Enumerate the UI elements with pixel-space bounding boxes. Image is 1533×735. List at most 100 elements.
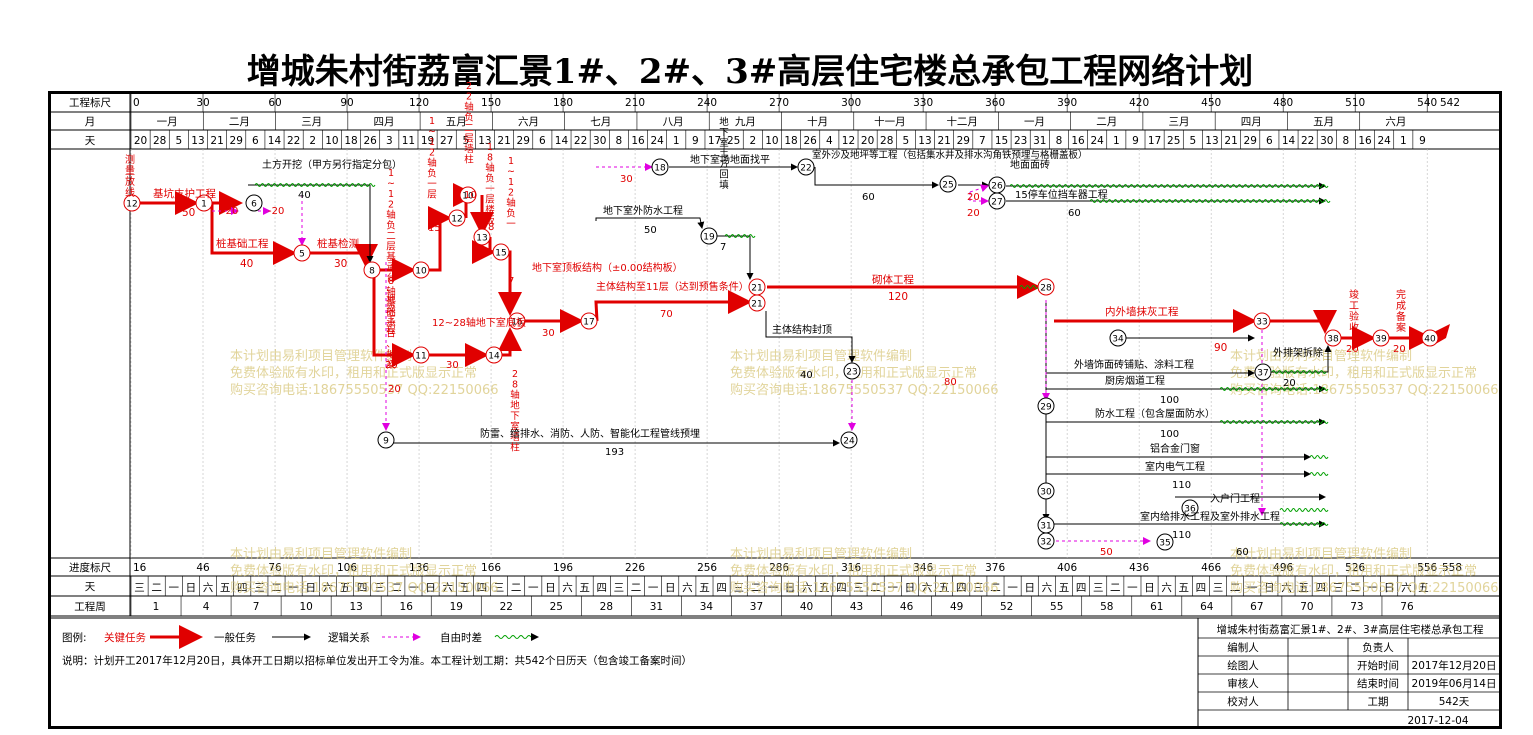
info-value: 2017年12月20日 [1412, 659, 1497, 672]
task-label: 50 [182, 207, 195, 219]
weekday-cell: 二 [511, 582, 522, 594]
watermark-line: 本计划由易利项目管理软件编制 [730, 547, 912, 562]
day-cell: 6 [1266, 135, 1273, 147]
day-cell: 16 [631, 135, 645, 147]
day-cell: 29 [230, 135, 243, 147]
legend-logic: 逻辑关系 [328, 631, 370, 644]
info-label: 负责人 [1362, 641, 1394, 654]
node-number: 10 [415, 267, 427, 277]
task-label: 7 [720, 242, 726, 253]
task-label: 桩基础工程 [216, 237, 269, 250]
month-cell: 四月 [1241, 116, 1262, 128]
weekday-cell: 三 [853, 582, 864, 594]
task-label: 20 [1346, 344, 1359, 355]
node-circle [492, 243, 510, 261]
week-cell: 22 [500, 601, 513, 613]
arrow-norm [814, 167, 939, 189]
weekday-cell: 四 [357, 582, 368, 594]
node-number: 38 [1327, 335, 1339, 345]
node-number: 19 [703, 233, 715, 243]
task-label-vertical: 测量放线 [125, 153, 135, 199]
task-label: 地下室场地面找平 [690, 153, 770, 166]
month-label: 月 [85, 116, 96, 128]
week-cell: 28 [600, 601, 613, 613]
weekday-cell: 二 [1350, 582, 1361, 594]
weekday-cell: 三 [973, 582, 984, 594]
weekday-cell: 五 [340, 582, 351, 594]
info-label: 审核人 [1227, 677, 1259, 690]
weekday-cell: 日 [425, 582, 436, 594]
month-cell: 二月 [229, 116, 250, 128]
weekday-cell: 一 [169, 582, 180, 594]
month-cell: 六月 [1385, 116, 1406, 128]
task-label: 8 [488, 222, 494, 233]
node-circle [700, 227, 718, 245]
weekday-cell: 四 [956, 582, 967, 594]
week-cell: 70 [1300, 601, 1313, 613]
node-number: 22 [800, 164, 811, 174]
watermark-line: 购买咨询电话:18675550537 QQ:22150066 [1230, 382, 1499, 398]
node-circle [412, 346, 430, 364]
arrow-norm [1270, 345, 1332, 373]
info-label: 工期 [1368, 696, 1389, 708]
legend-float-wave [494, 635, 532, 639]
task-label: 30 [334, 258, 347, 270]
watermark-line: 免费体验版有水印，租用和正式版显示正常 [730, 563, 977, 579]
node-number: 14 [488, 352, 500, 362]
progress-end: 558 [1442, 562, 1462, 574]
weekday-cell: 三 [254, 582, 265, 594]
weekday-cell: 四 [597, 582, 608, 594]
weekday-cell: 三 [1333, 582, 1344, 594]
day-cell: 5 [175, 135, 182, 147]
weekday-cell: 三 [374, 582, 385, 594]
page-title: 增城朱村街荔富汇景1#、2#、3#高层住宅楼总承包工程网络计划 [246, 52, 1254, 92]
progress-tick: 286 [769, 562, 789, 574]
task-label: 入户门工程 [1210, 492, 1260, 505]
week-cell: 40 [800, 601, 813, 613]
info-label: 开始时间 [1357, 659, 1399, 672]
progress-tick: 526 [1345, 562, 1365, 574]
day-cell: 30 [1320, 135, 1333, 147]
node-number: 25 [942, 181, 953, 191]
month-cell: 五月 [446, 116, 467, 128]
weekday-cell: 一 [1367, 582, 1378, 594]
task-label: 防水工程（包含屋面防水） [1095, 407, 1215, 420]
weekday-cell: 六 [1042, 582, 1053, 594]
weekday-cell: 五 [1059, 582, 1070, 594]
weekday-cell: 四 [836, 582, 847, 594]
month-cell: 九月 [735, 116, 756, 128]
node-number: 37 [1257, 369, 1268, 379]
weekday-cell: 二 [631, 582, 642, 594]
arrow-crit [372, 270, 416, 367]
node-number: 6 [251, 200, 257, 210]
day-cell: 22 [287, 135, 300, 147]
weekday-cell: 日 [545, 582, 556, 594]
weekday-cell: 六 [442, 582, 453, 594]
info-label: 结束时间 [1357, 677, 1399, 690]
node-number: 5 [299, 250, 305, 260]
month-cell: 一月 [1024, 116, 1045, 128]
weekday-cell: 四 [1196, 582, 1207, 594]
node-number: 12 [451, 215, 462, 225]
watermark-line: 购买咨询电话:18675550537 QQ:22150066 [1230, 580, 1499, 596]
day-cell: 3 [386, 135, 393, 147]
weekday-cell: 日 [905, 582, 916, 594]
weekday-cell: 六 [1161, 582, 1172, 594]
node-circle [195, 194, 213, 212]
node-number: 35 [1159, 539, 1170, 549]
watermark-line: 本计划由易利项目管理软件编制 [1230, 547, 1412, 562]
day-cell: 24 [1090, 135, 1104, 147]
day-cell: 16 [1071, 135, 1085, 147]
month-cell: 五月 [1313, 116, 1334, 128]
watermark-line: 本计划由易利项目管理软件编制 [1230, 349, 1412, 364]
day-cell: 20 [134, 135, 147, 147]
week-cell: 4 [203, 601, 210, 613]
weekday-label: 天 [85, 581, 96, 593]
weekday-cell: 一 [648, 582, 659, 594]
node-circle [459, 186, 477, 204]
watermark-line: 免费体验版有水印，租用和正式版显示正常 [1230, 365, 1477, 381]
day-cell: 5 [903, 135, 910, 147]
weekday-cell: 五 [819, 582, 830, 594]
